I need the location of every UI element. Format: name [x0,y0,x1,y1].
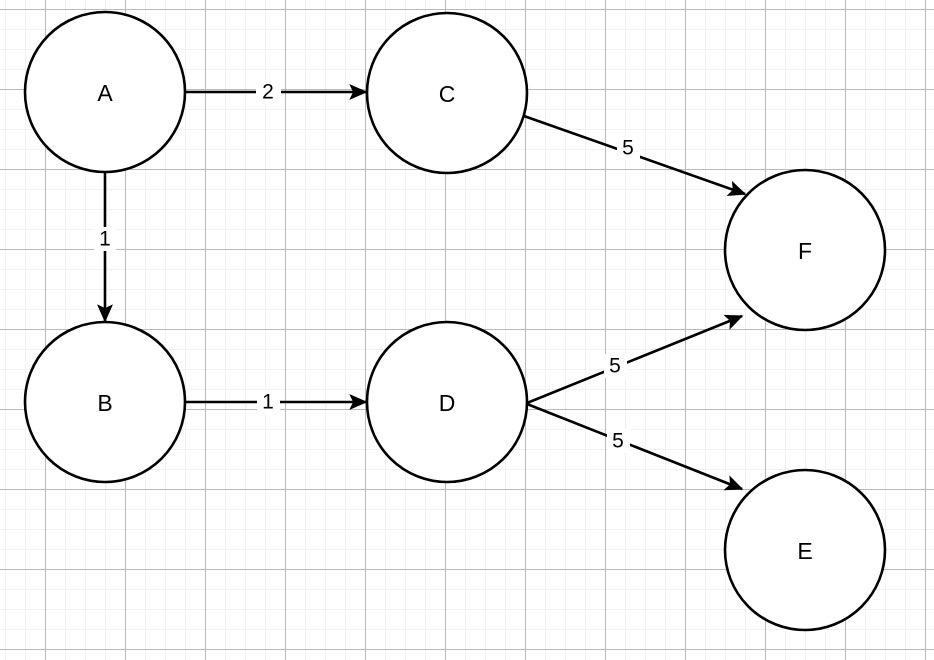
node-b-label: B [97,390,112,416]
edge-a-c-label-bg [256,80,281,104]
node-c[interactable]: C [365,11,529,175]
edge-a-b-label: 1 [99,228,111,251]
node-d[interactable]: D [365,320,529,484]
edge-c-f[interactable]: 5 [523,114,747,196]
node-f[interactable]: F [723,168,887,332]
edge-d-e-label-bg [607,429,630,453]
edge-d-f-label-bg [604,354,627,378]
node-e[interactable]: E [723,468,887,632]
node-f-label: F [798,238,812,264]
edge-c-f-label-bg [617,136,640,160]
edge-b-d[interactable]: 1 [186,390,368,414]
node-e-shape [723,468,887,632]
nodes-group: A B C D E F [23,10,887,632]
edge-a-c[interactable]: 2 [186,80,368,104]
node-b[interactable]: B [23,320,187,484]
edge-d-f-label: 5 [609,355,621,378]
node-c-label: C [439,81,456,107]
edge-d-f[interactable]: 5 [526,314,744,405]
node-a-shape [23,10,187,174]
edge-c-f-label: 5 [622,137,634,160]
node-a[interactable]: A [23,10,187,174]
edges-group: 2 1 1 5 5 [94,80,747,491]
node-d-shape [365,320,529,484]
node-c-shape [365,11,529,175]
edge-d-e-label: 5 [612,430,624,453]
edge-d-e[interactable]: 5 [526,402,744,491]
edge-b-d-label: 1 [262,391,274,414]
edge-a-c-label: 2 [262,81,274,104]
node-a-label: A [97,80,113,106]
edge-a-b-label-bg [94,227,116,251]
node-b-shape [23,320,187,484]
edge-b-d-label-bg [257,390,280,414]
node-f-shape [723,168,887,332]
node-d-label: D [439,390,456,416]
edge-a-b[interactable]: 1 [94,173,116,323]
node-e-label: E [797,538,812,564]
edge-d-f-line [526,314,744,405]
edge-d-e-line [526,402,744,491]
